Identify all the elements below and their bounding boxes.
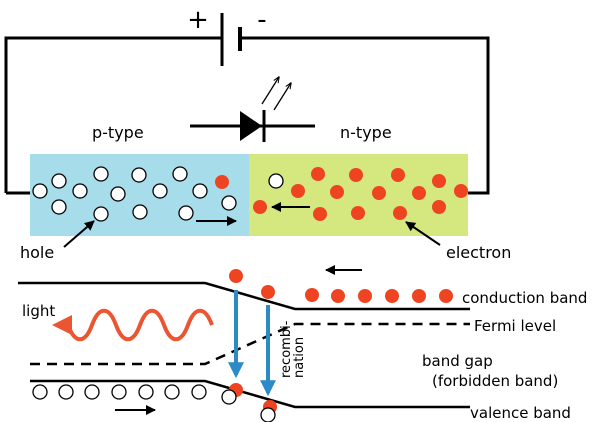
- led-diode-icon: [190, 110, 315, 142]
- hole-pointer-arrow: [63, 220, 95, 248]
- fermi-level-line: [30, 322, 470, 366]
- hole-carriers: [32, 166, 284, 222]
- battery-icon: [220, 13, 242, 66]
- hole-label: hole: [20, 243, 54, 262]
- electron-pointer-arrow: [405, 221, 441, 246]
- conduction-band-edge: [18, 281, 470, 311]
- photon-arrowhead: [52, 315, 72, 335]
- battery-minus-label: -: [257, 5, 266, 35]
- valence-band-edge: [30, 379, 470, 409]
- valence-band-label: valence band: [470, 404, 571, 422]
- circuit-wire: [4, 36, 490, 195]
- p-type-label: p-type: [92, 123, 144, 142]
- photon-wave-icon: [66, 308, 214, 342]
- band-gap-label: band gap: [422, 352, 493, 370]
- n-type-label: n-type: [340, 123, 392, 142]
- conduction-band-label: conduction band: [462, 289, 587, 307]
- fermi-level-label: Fermi level: [474, 317, 556, 335]
- n-type-region: [249, 154, 468, 236]
- electron-carriers: [215, 167, 468, 221]
- light-emission-arrows-icon: [261, 77, 291, 111]
- light-label: light: [22, 302, 55, 320]
- recombination-label-line1: recombi-: [279, 320, 294, 378]
- recombination-label-line2: nation: [292, 337, 307, 378]
- conduction-electrons: [229, 269, 453, 414]
- p-type-region: [30, 154, 249, 236]
- valence-holes: [32, 384, 276, 422]
- electron-label: electron: [446, 243, 511, 262]
- forbidden-band-label: (forbidden band): [432, 372, 558, 390]
- battery-plus-label: +: [187, 5, 209, 35]
